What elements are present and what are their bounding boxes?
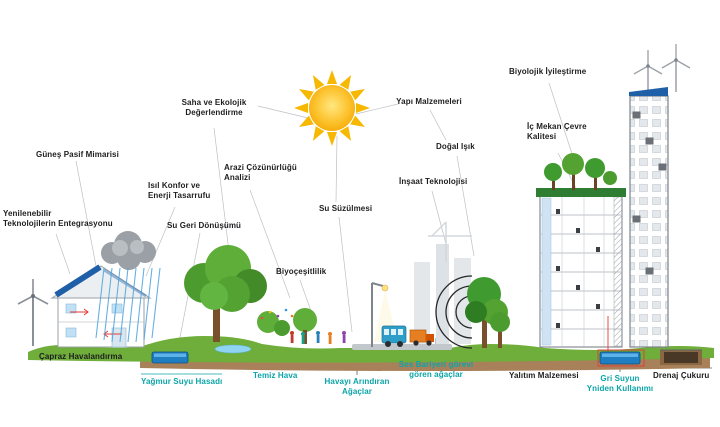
bus-icon xyxy=(381,325,407,347)
people-figures xyxy=(290,331,346,344)
tall-building xyxy=(629,87,669,348)
solar-panel-icon xyxy=(54,264,102,298)
dark-windows xyxy=(632,111,667,275)
drainage-pit xyxy=(660,349,702,365)
sound-wave-arcs-icon xyxy=(435,275,473,349)
label-arazi-cozunurlugu-analizi: Arazi Çözünürlüğü Analizi xyxy=(224,163,297,183)
label-su-suzulmesi: Su Süzülmesi xyxy=(319,204,373,213)
rain-streaks xyxy=(95,267,161,343)
green-roof-trees xyxy=(536,153,626,197)
wind-turbines-right-icon xyxy=(633,44,691,96)
barrier-trees xyxy=(465,277,510,348)
park-people xyxy=(257,308,346,344)
label-biyocesitlilik: Biyoçeşitlilik xyxy=(276,267,327,276)
label-capraz-havalandirma: Çapraz Havalandırma xyxy=(39,352,123,361)
rainwater-tank xyxy=(151,351,189,364)
label-su-geri-donusumu: Su Geri Dönüşümü xyxy=(167,221,242,230)
rain-cloud-icon xyxy=(101,231,156,270)
greywater-pipe xyxy=(597,316,645,367)
road xyxy=(352,344,452,350)
sun-icon xyxy=(294,70,370,146)
label-dogal-isik: Doğal Işık xyxy=(436,142,475,151)
interior-marks xyxy=(556,209,600,328)
label-gri-suyun-yeniden-kullanimi: Gri Suyun Yniden Kullanımı xyxy=(586,374,654,394)
big-tree-icon xyxy=(184,245,267,342)
label-temiz-hava: Temiz Hava xyxy=(253,371,298,380)
label-insaat-teknolojisi: İnşaat Teknolojisi xyxy=(399,177,468,186)
label-saha-ekolojik-degerlendirme: Saha ve Ekolojik Değerlendirme xyxy=(181,98,247,118)
insulation-hatch xyxy=(613,196,623,347)
rooftop-solar-panels xyxy=(629,87,668,96)
flower-dots xyxy=(260,308,294,320)
label-ses-bariyeri: Ses Bariyeri görevi gören ağaçlar xyxy=(398,360,474,380)
glazing-facade xyxy=(541,197,552,346)
wind-turbine-left-icon xyxy=(17,279,49,346)
city-silhouette xyxy=(414,221,472,344)
crane-icon xyxy=(428,221,472,262)
label-drenaj-cukuru: Drenaj Çukuru xyxy=(653,371,710,380)
label-ic-mekan-cevre-kalitesi: İç Mekan Çevre Kalitesi xyxy=(527,122,587,142)
eco-building-cross-section xyxy=(536,153,645,367)
label-yapi-malzemeleri: Yapı Malzemeleri xyxy=(396,97,462,106)
label-yenilenebilir-teknolojilerin-entegrasyonu: Yenilenebilir Teknolojilerin Entegrasyon… xyxy=(3,209,113,229)
columns xyxy=(561,197,605,346)
label-yalitim-malzemesi: Yalıtım Malzemesi xyxy=(509,371,579,380)
house-with-solar-panels xyxy=(50,264,152,348)
greywater-tank xyxy=(599,351,641,365)
pond xyxy=(214,344,252,354)
label-havayi-arindiran-agaclar: Havayı Arındıran Ağaçlar xyxy=(324,377,390,397)
label-yagmur-suyu-hasadi: Yağmur Suyu Hasadı xyxy=(141,377,223,386)
label-isil-konfor-enerji-tasarrufu: Isıl Konfor ve Enerji Tasarrufu xyxy=(148,181,211,201)
label-gunes-pasif-mimarisi: Güneş Pasif Mimarisi xyxy=(36,150,119,159)
truck-icon xyxy=(409,329,434,346)
label-biyolojik-iyilestirme: Biyolojik İyileştirme xyxy=(509,67,587,76)
